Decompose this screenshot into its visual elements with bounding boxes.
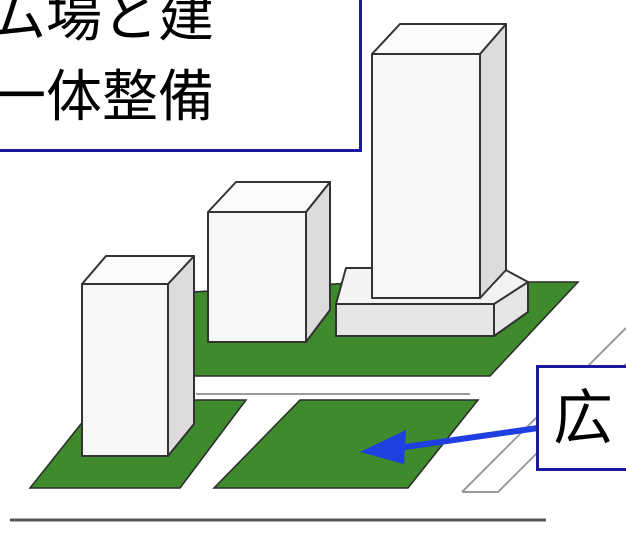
- plaza-front-center: [212, 399, 480, 489]
- pointer-arrow: [360, 425, 541, 464]
- tall-building: [335, 23, 529, 337]
- plaza-callout: 広: [536, 365, 626, 471]
- title-line-2: 一体整備: [0, 68, 214, 128]
- small-building-side: [167, 255, 195, 457]
- small-building: [81, 255, 195, 457]
- middle-building-front: [207, 211, 307, 343]
- title-line-1: ム場と建: [0, 0, 214, 48]
- middle-building-top: [207, 181, 331, 213]
- tall-building-top: [371, 23, 507, 55]
- plaza-callout-label: 広: [553, 384, 613, 454]
- tall-building-side: [479, 23, 507, 299]
- small-building-top: [81, 255, 195, 285]
- title-callout: ム場と建 一体整備: [0, 0, 362, 152]
- arrow-head: [360, 430, 406, 464]
- middle-building: [207, 181, 331, 343]
- tall-building-front: [371, 53, 481, 299]
- small-building-front: [81, 283, 169, 457]
